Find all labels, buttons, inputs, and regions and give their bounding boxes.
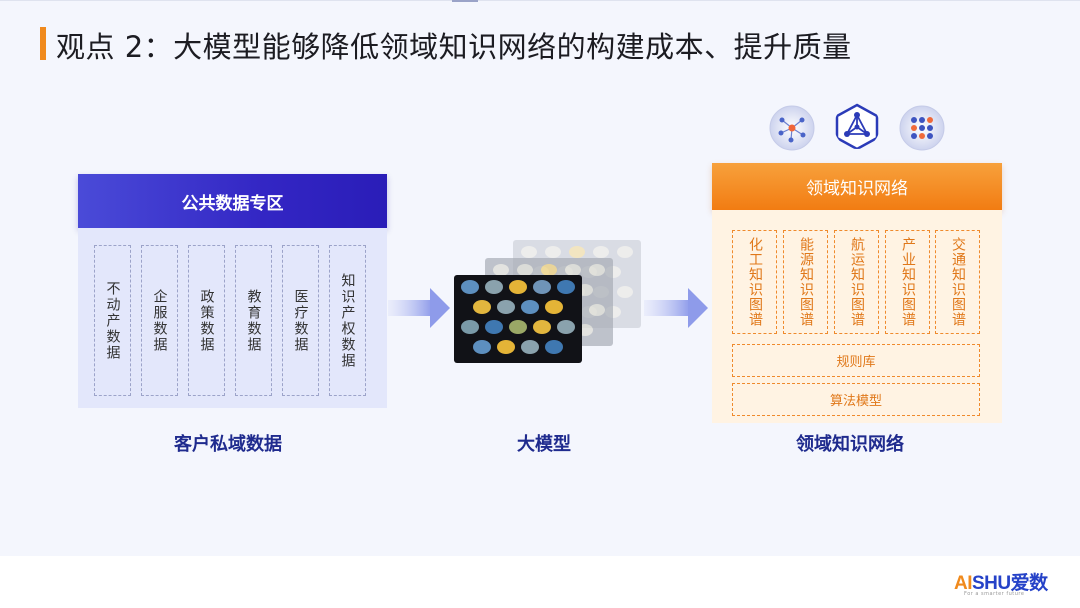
private-data-caption: 客户私域数据: [174, 434, 282, 455]
title-accent-bar: [40, 27, 46, 60]
page-title: 观点 2：大模型能够降低领域知识网络的构建成本、提升质量: [56, 30, 852, 64]
logo-tagline: For a smarter future: [964, 591, 1025, 597]
flow-arrow-icon: [388, 288, 450, 328]
aishu-logo: AISHU爱数: [954, 573, 1048, 594]
data-column: 企服数据: [141, 245, 178, 396]
knowledge-graph-icon: [835, 103, 879, 149]
knowledge-graph-box: 能源知识图谱: [783, 230, 828, 334]
dot-matrix-icon: [899, 105, 945, 151]
data-column: 政策数据: [188, 245, 225, 396]
knowledge-graph-box: 产业知识图谱: [885, 230, 930, 334]
data-column: 知识产权数据: [329, 245, 366, 396]
knowledge-graph-box: 交通知识图谱: [935, 230, 980, 334]
public-data-zone-header: 公共数据专区: [78, 174, 387, 228]
public-data-zone-panel: [78, 228, 387, 408]
domain-network-header: 领域知识网络: [712, 163, 1002, 210]
model-layer-front: [454, 275, 582, 363]
large-model-caption: 大模型: [517, 434, 571, 455]
network-node-icon: [769, 105, 815, 151]
footer-bar: [0, 556, 1080, 608]
data-column: 不动产数据: [94, 245, 131, 396]
top-divider-mark: [452, 0, 478, 2]
top-divider: [0, 0, 1080, 1]
flow-arrow-icon: [644, 288, 708, 328]
data-column: 医疗数据: [282, 245, 319, 396]
knowledge-graph-box: 航运知识图谱: [834, 230, 879, 334]
algorithm-model-box: 算法模型: [732, 383, 980, 416]
data-column: 教育数据: [235, 245, 272, 396]
domain-network-panel: [712, 210, 1002, 423]
knowledge-graph-box: 化工知识图谱: [732, 230, 777, 334]
rules-library-box: 规则库: [732, 344, 980, 377]
domain-network-caption: 领域知识网络: [796, 434, 904, 455]
